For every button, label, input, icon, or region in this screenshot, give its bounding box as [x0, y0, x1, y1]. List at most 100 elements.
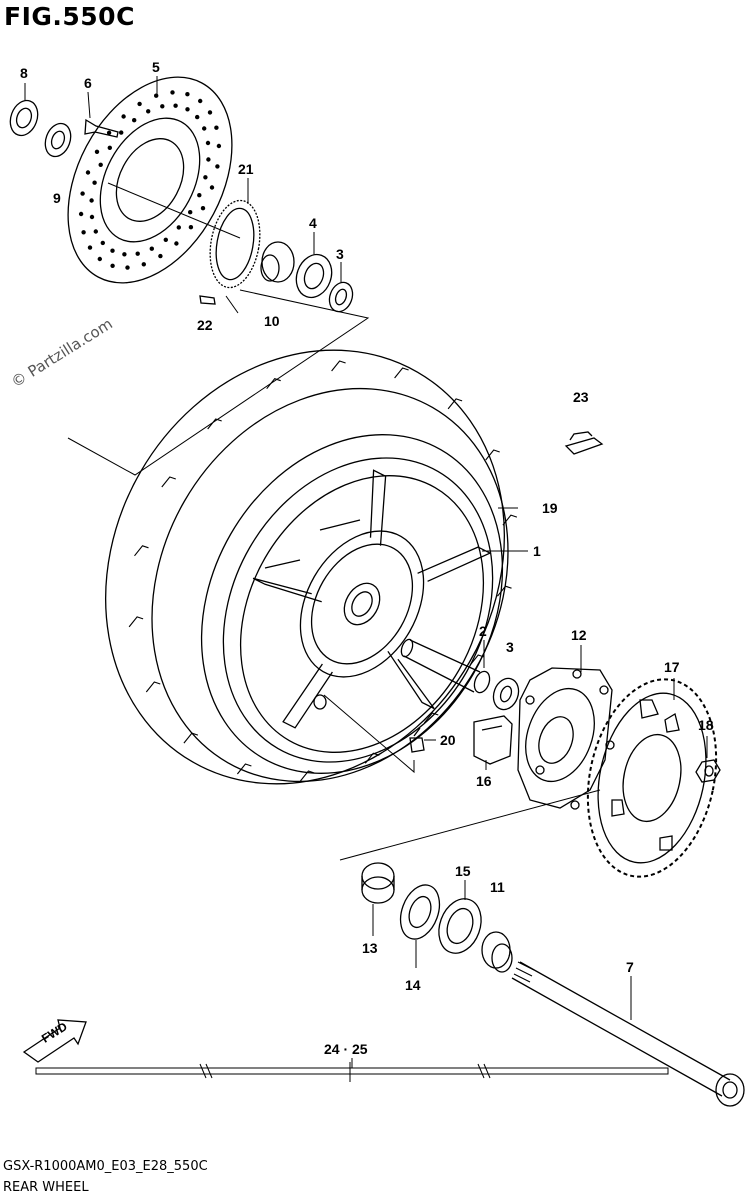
wheel-spoke	[417, 546, 492, 582]
diagram-code: GSX-R1000AM0_E03_E28_550C	[3, 1159, 208, 1174]
diagram-caption: REAR WHEEL	[3, 1180, 89, 1195]
disc-hole	[146, 109, 151, 114]
disc-hole	[200, 206, 206, 211]
wheel-spoke	[369, 469, 387, 546]
rear-sprocket	[586, 678, 718, 878]
disc-hole	[85, 170, 91, 175]
callout-7: 7	[626, 959, 634, 975]
tread-mark	[183, 732, 199, 744]
disc-hole	[174, 241, 179, 246]
disc-hole	[110, 248, 115, 253]
disc-hole	[121, 114, 126, 119]
disc-hole	[206, 157, 211, 162]
disc-hole	[160, 104, 165, 109]
tread-mark	[134, 545, 149, 557]
disc-hole	[100, 240, 106, 246]
disc-hole	[106, 130, 112, 135]
disc-hole	[94, 149, 100, 154]
disc-hole	[97, 256, 103, 262]
disc-hole	[89, 198, 94, 203]
spacer-10	[260, 241, 295, 283]
callout-22: 22	[197, 317, 213, 333]
disc-hole	[149, 246, 154, 251]
balance-weight-23	[564, 431, 604, 455]
disc-hole	[197, 193, 202, 198]
callout-18: 18	[698, 717, 714, 733]
spacer-11	[481, 931, 513, 973]
valve-hole	[313, 694, 327, 710]
tread-mark	[236, 763, 252, 775]
disc-hole	[202, 126, 207, 131]
callout-6: 6	[84, 75, 92, 91]
disc-hole	[173, 103, 178, 108]
callout-3-top: 3	[336, 246, 344, 262]
tread-mark	[497, 585, 512, 597]
disc-hole	[87, 245, 93, 250]
callout-20: 20	[440, 732, 456, 748]
disc-hole	[195, 114, 200, 120]
tread-mark	[145, 681, 161, 693]
sensor-rotor-21	[209, 199, 261, 289]
tread-mark	[423, 712, 439, 724]
brake-disc	[67, 76, 233, 284]
callout-16: 16	[476, 773, 492, 789]
oil-seal-8	[9, 99, 39, 137]
disc-hole	[122, 252, 127, 257]
spacer-13	[361, 862, 395, 904]
disc-hole	[188, 210, 193, 215]
disc-hole	[132, 118, 137, 123]
disc-bolt-6	[84, 118, 119, 138]
tread-mark	[469, 654, 485, 666]
disc-hole	[135, 251, 140, 256]
disc-hole	[198, 98, 203, 104]
wheel-rim	[222, 457, 494, 763]
disc-hole	[107, 145, 113, 150]
tread-mark	[394, 367, 409, 379]
disc-hole	[89, 214, 95, 220]
tread-mark	[447, 398, 463, 410]
bearing-14	[399, 884, 441, 940]
callout-21: 21	[238, 161, 254, 177]
disc-hole	[125, 265, 130, 270]
disc-hole	[78, 211, 84, 217]
disc-hole	[80, 191, 85, 196]
disc-hole	[216, 143, 222, 149]
rear-tire	[105, 349, 509, 785]
disc-hole	[207, 110, 213, 115]
spacer-2	[400, 638, 491, 694]
callout-14: 14	[405, 977, 421, 993]
disc-hole	[81, 230, 86, 235]
disc-hole	[176, 225, 181, 230]
disc-hole	[158, 253, 163, 259]
disc-hole	[141, 262, 146, 267]
callout-15: 15	[455, 863, 471, 879]
leader-lines	[24, 76, 708, 1068]
callout-19: 19	[542, 500, 558, 516]
disc-hole	[119, 130, 124, 135]
disc-hole	[98, 162, 103, 167]
disc-hole	[209, 185, 215, 190]
wheel-spokes	[252, 469, 492, 729]
callout-4: 4	[309, 215, 317, 231]
disc-hole	[92, 180, 97, 185]
callout-1: 1	[533, 543, 541, 559]
callout-5: 5	[152, 59, 160, 75]
wheel-spoke	[252, 577, 322, 603]
disc-hole	[93, 229, 99, 234]
disc-hole	[137, 101, 142, 107]
tread-mark	[207, 418, 222, 430]
callout-12: 12	[571, 627, 587, 643]
wheel-hub	[264, 519, 425, 678]
sprocket-mounting-drum	[517, 667, 615, 810]
disc-hole	[185, 107, 190, 112]
callout-24-25: 24 · 25	[324, 1041, 368, 1057]
nut-18	[695, 759, 721, 783]
tread-mark	[299, 770, 315, 782]
tread-mark	[502, 514, 518, 526]
tread-mark	[128, 616, 144, 628]
disc-hole	[215, 164, 220, 169]
figure-title: FIG.550C	[4, 2, 135, 31]
fwd-label: FWD	[39, 1019, 70, 1046]
fwd-arrow	[22, 1019, 87, 1063]
